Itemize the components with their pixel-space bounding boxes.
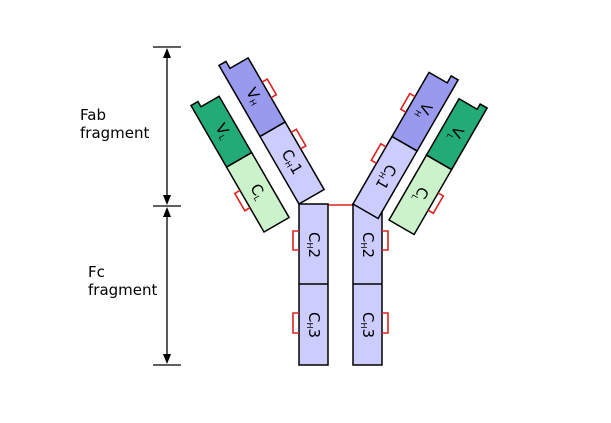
right-ch3-disulfide: [382, 312, 389, 334]
right-ch2-disulfide: [382, 230, 389, 251]
dimension-brackets: [153, 46, 181, 366]
left-light-chain: CL VL: [189, 95, 291, 234]
right-light-chain: CL VL: [387, 97, 489, 236]
right-vh-domain: [390, 71, 460, 152]
right-heavy-chain-fab: CH1 VH: [351, 71, 460, 220]
left-heavy-chain-fab: CH1 VH: [217, 56, 326, 206]
right-ch1-disulfide: [370, 142, 387, 164]
left-ch3-disulfide: [292, 312, 299, 334]
left-ch2-label: CH2: [305, 232, 323, 258]
right-vh-disulfide: [399, 92, 416, 113]
left-vh-domain: [217, 56, 287, 138]
left-heavy-chain-fc: CH2 CH3: [292, 203, 329, 366]
fab-arrow-down: [163, 195, 171, 205]
fc-arrow-up: [163, 207, 171, 217]
fab-label-line1: Fab: [80, 106, 106, 124]
left-ch3-label: CH3: [305, 312, 323, 338]
fc-label-line2: fragment: [88, 281, 158, 299]
left-vh-disulfide: [261, 78, 278, 99]
left-cl-disulfide: [233, 189, 251, 212]
fc-fragment-label: Fc fragment: [88, 263, 157, 299]
fab-label-line2: fragment: [80, 124, 150, 142]
right-cl-disulfide: [427, 192, 445, 215]
fab-arrow-up: [163, 48, 171, 58]
fc-arrow-down: [163, 354, 171, 364]
right-vl-domain: [425, 97, 489, 171]
left-ch1-disulfide: [290, 128, 307, 150]
fab-fragment-label: Fab fragment: [80, 106, 149, 142]
right-ch2-label: CH2: [359, 232, 377, 258]
right-heavy-chain-fc: CH2 CH3: [352, 203, 389, 366]
left-vl-domain: [189, 95, 253, 169]
left-ch2-disulfide: [292, 230, 299, 251]
right-ch3-label: CH3: [359, 312, 377, 338]
fc-label-line1: Fc: [88, 263, 105, 281]
